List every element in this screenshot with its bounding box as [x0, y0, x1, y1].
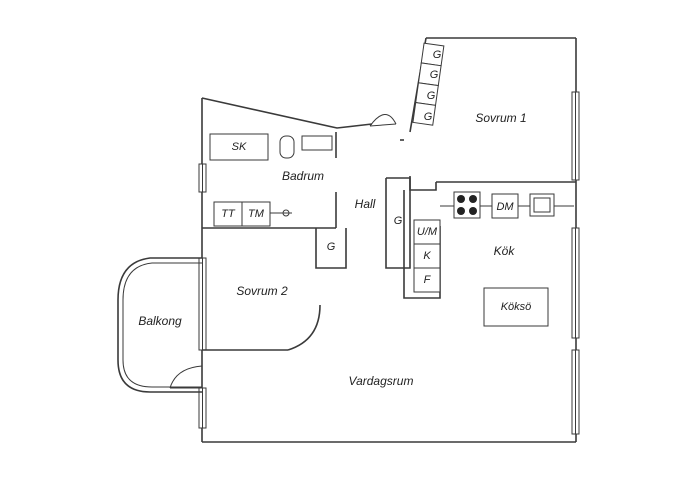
balcony — [117, 257, 202, 393]
kitchen-island — [483, 287, 549, 327]
balkong-label: Balkong — [138, 314, 182, 328]
vardagsrum-label: Vardagsrum — [349, 374, 414, 388]
doors — [369, 114, 397, 127]
tt-washer — [213, 201, 243, 227]
sovrum1-label: Sovrum 1 — [475, 111, 526, 125]
sink-icon — [301, 135, 333, 151]
wardrobe-g1-label: G — [433, 49, 442, 61]
dm-dishwasher — [491, 193, 519, 219]
wardrobe-g4-label: G — [424, 111, 433, 123]
um-label: U/M — [417, 226, 438, 238]
sk-label: SK — [232, 141, 247, 153]
bathroom-fixtures — [209, 133, 333, 227]
sovrum2-label: Sovrum 2 — [236, 284, 288, 298]
sk-cabinet — [209, 133, 269, 161]
windows — [198, 91, 580, 435]
sovrum1-wardrobes — [412, 42, 445, 126]
tt-label: TT — [221, 208, 236, 220]
wardrobe-g2-label: G — [430, 69, 439, 81]
k-label: K — [423, 250, 431, 262]
dm-label: DM — [496, 201, 514, 213]
interior-walls — [169, 132, 441, 389]
badrum-label: Badrum — [282, 169, 324, 183]
tm-label: TM — [248, 208, 265, 220]
kitchen-fixtures — [413, 191, 574, 327]
f-unit — [413, 267, 441, 293]
sink-icon — [529, 193, 555, 217]
f-label: F — [424, 274, 432, 286]
wardrobe-g3-label: G — [427, 90, 436, 102]
kitchen-island-label: Köksö — [501, 301, 532, 313]
hall-label: Hall — [355, 197, 376, 211]
toilet-icon — [279, 135, 295, 159]
sovrum2-g-label: G — [327, 241, 336, 253]
tm-dryer — [241, 201, 271, 227]
um-unit — [413, 219, 441, 245]
kok-label: Kök — [494, 244, 516, 258]
hall-g-label: G — [394, 215, 403, 227]
